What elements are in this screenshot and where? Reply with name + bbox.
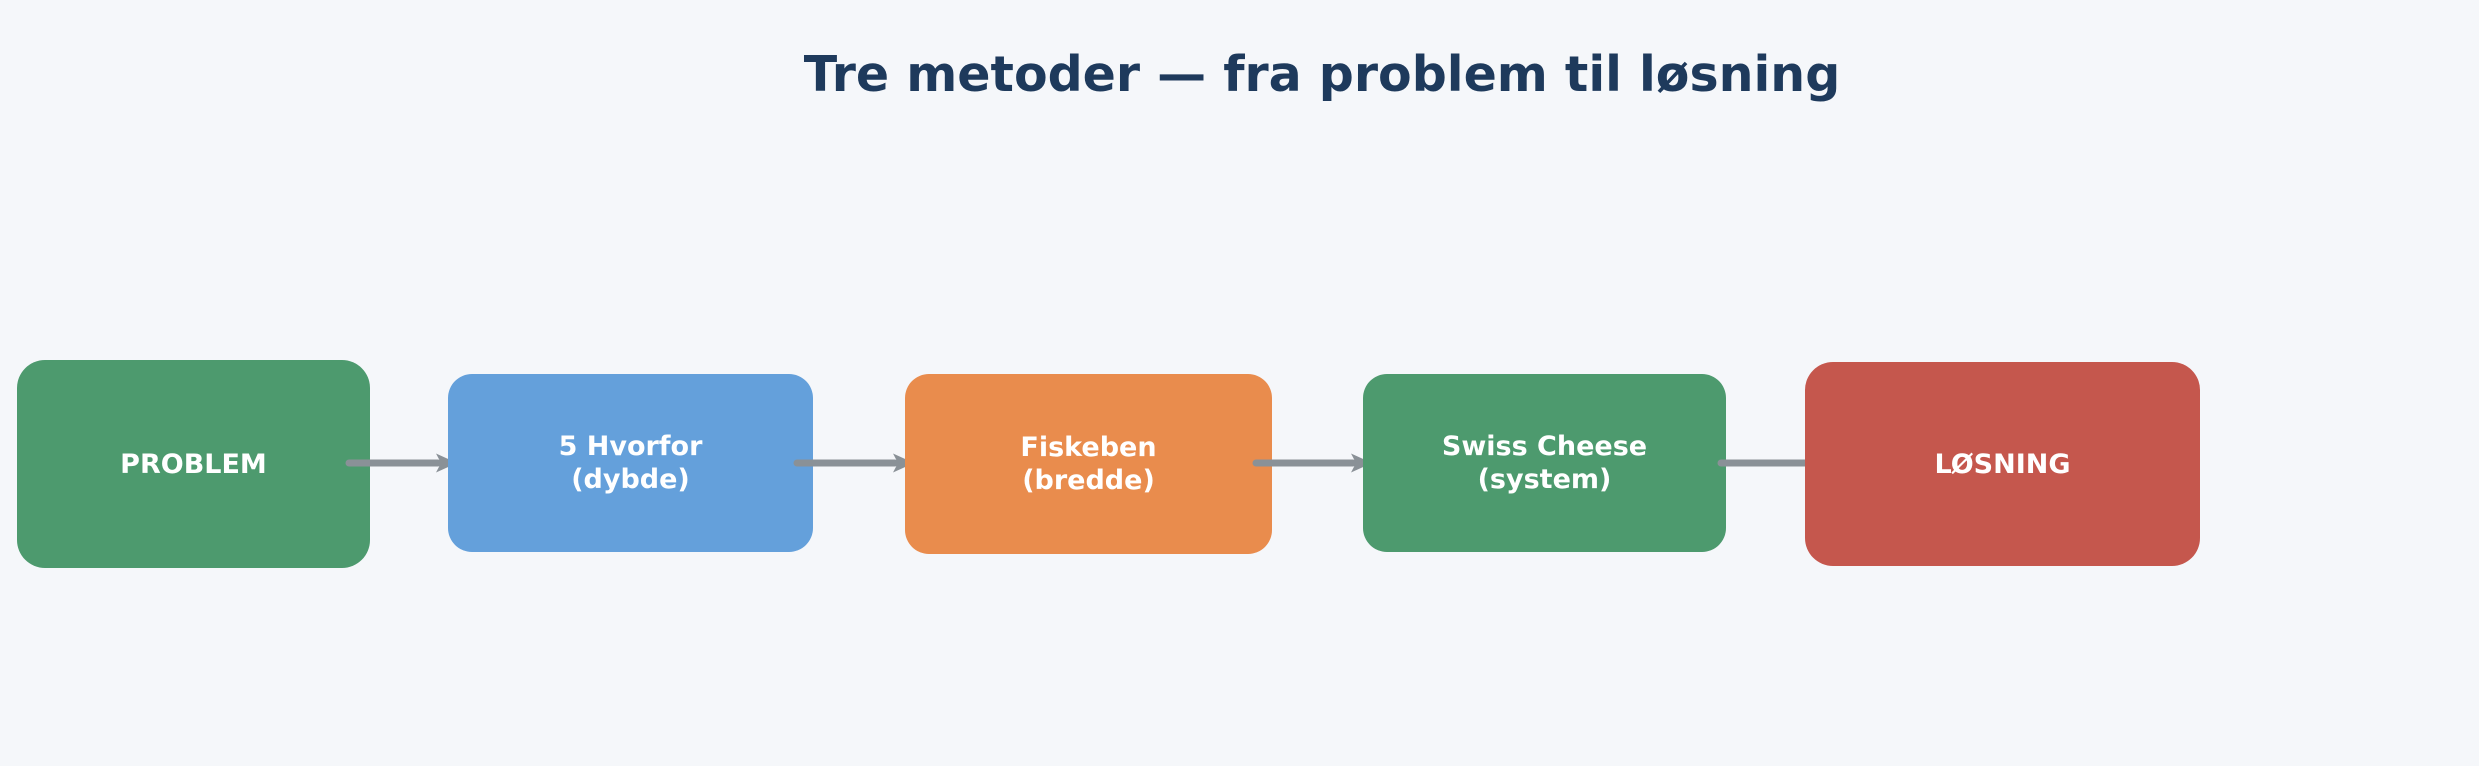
flow-node-5-hvorfor-label: 5 Hvorfor (dybde) — [558, 431, 703, 495]
flow-node-losning-label: LØSNING — [1934, 448, 2071, 480]
flow-arrow-5-hvorfor-to-fiskeben-icon — [793, 453, 914, 473]
flow-arrow-problem-to-5-hvorfor-icon — [345, 453, 457, 473]
flow-node-losning: LØSNING — [1805, 362, 2200, 566]
flow-arrow-fiskeben-to-swiss-cheese-icon — [1252, 453, 1372, 473]
flow-node-fiskeben: Fiskeben (bredde) — [905, 374, 1272, 554]
flow-node-fiskeben-label: Fiskeben (bredde) — [1020, 432, 1157, 496]
bottom-white-strip — [0, 766, 2479, 780]
flow-node-problem-label: PROBLEM — [120, 448, 267, 480]
diagram-title: Tre metoder — fra problem til løsning — [803, 46, 1841, 103]
flow-node-problem: PROBLEM — [17, 360, 370, 568]
flow-node-swiss-cheese-label: Swiss Cheese (system) — [1441, 431, 1648, 495]
flow-node-5-hvorfor: 5 Hvorfor (dybde) — [448, 374, 813, 552]
flow-node-swiss-cheese: Swiss Cheese (system) — [1363, 374, 1726, 552]
